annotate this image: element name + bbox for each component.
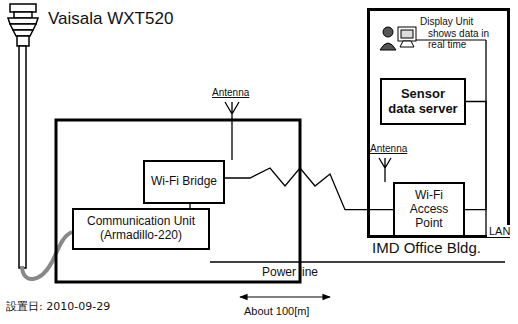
display-label: Display Unit: [420, 16, 473, 27]
display-note: shows data in real time: [428, 28, 506, 50]
sensor-name: Vaisala WXT520: [48, 10, 173, 29]
bridge-box: Wi-Fi Bridge: [143, 160, 225, 204]
install-date: 設置日: 2010-09-29: [6, 301, 110, 313]
sensor-cable: [22, 232, 72, 279]
box-label: Wi-Fi Bridge: [147, 173, 221, 191]
power-line-label: Power line: [262, 266, 318, 279]
antenna-label: Antenna: [370, 143, 407, 154]
weather-sensor: [8, 4, 38, 268]
lan-label: LAN: [487, 225, 512, 237]
box-label: Sensor data server: [382, 85, 464, 119]
building-heading: IMD Office Bldg.: [368, 237, 485, 258]
antenna-symbol: [379, 158, 391, 182]
field-enclosure: [56, 120, 300, 282]
access-point-box: Wi-Fi Access Point: [393, 182, 465, 237]
distance-arrow: [240, 296, 330, 297]
box-label: Communication Unit (Armadillo-220): [74, 213, 208, 245]
antenna-label: Antenna: [212, 87, 249, 98]
power-line: [210, 261, 505, 262]
server-box: Sensor data server: [380, 78, 466, 125]
distance-label: About 100[m]: [244, 305, 309, 317]
communication-unit-box: Communication Unit (Armadillo-220): [72, 208, 210, 250]
wired-link: [465, 102, 486, 210]
antenna-symbol: [225, 102, 239, 160]
box-label: Wi-Fi Access Point: [395, 187, 463, 232]
